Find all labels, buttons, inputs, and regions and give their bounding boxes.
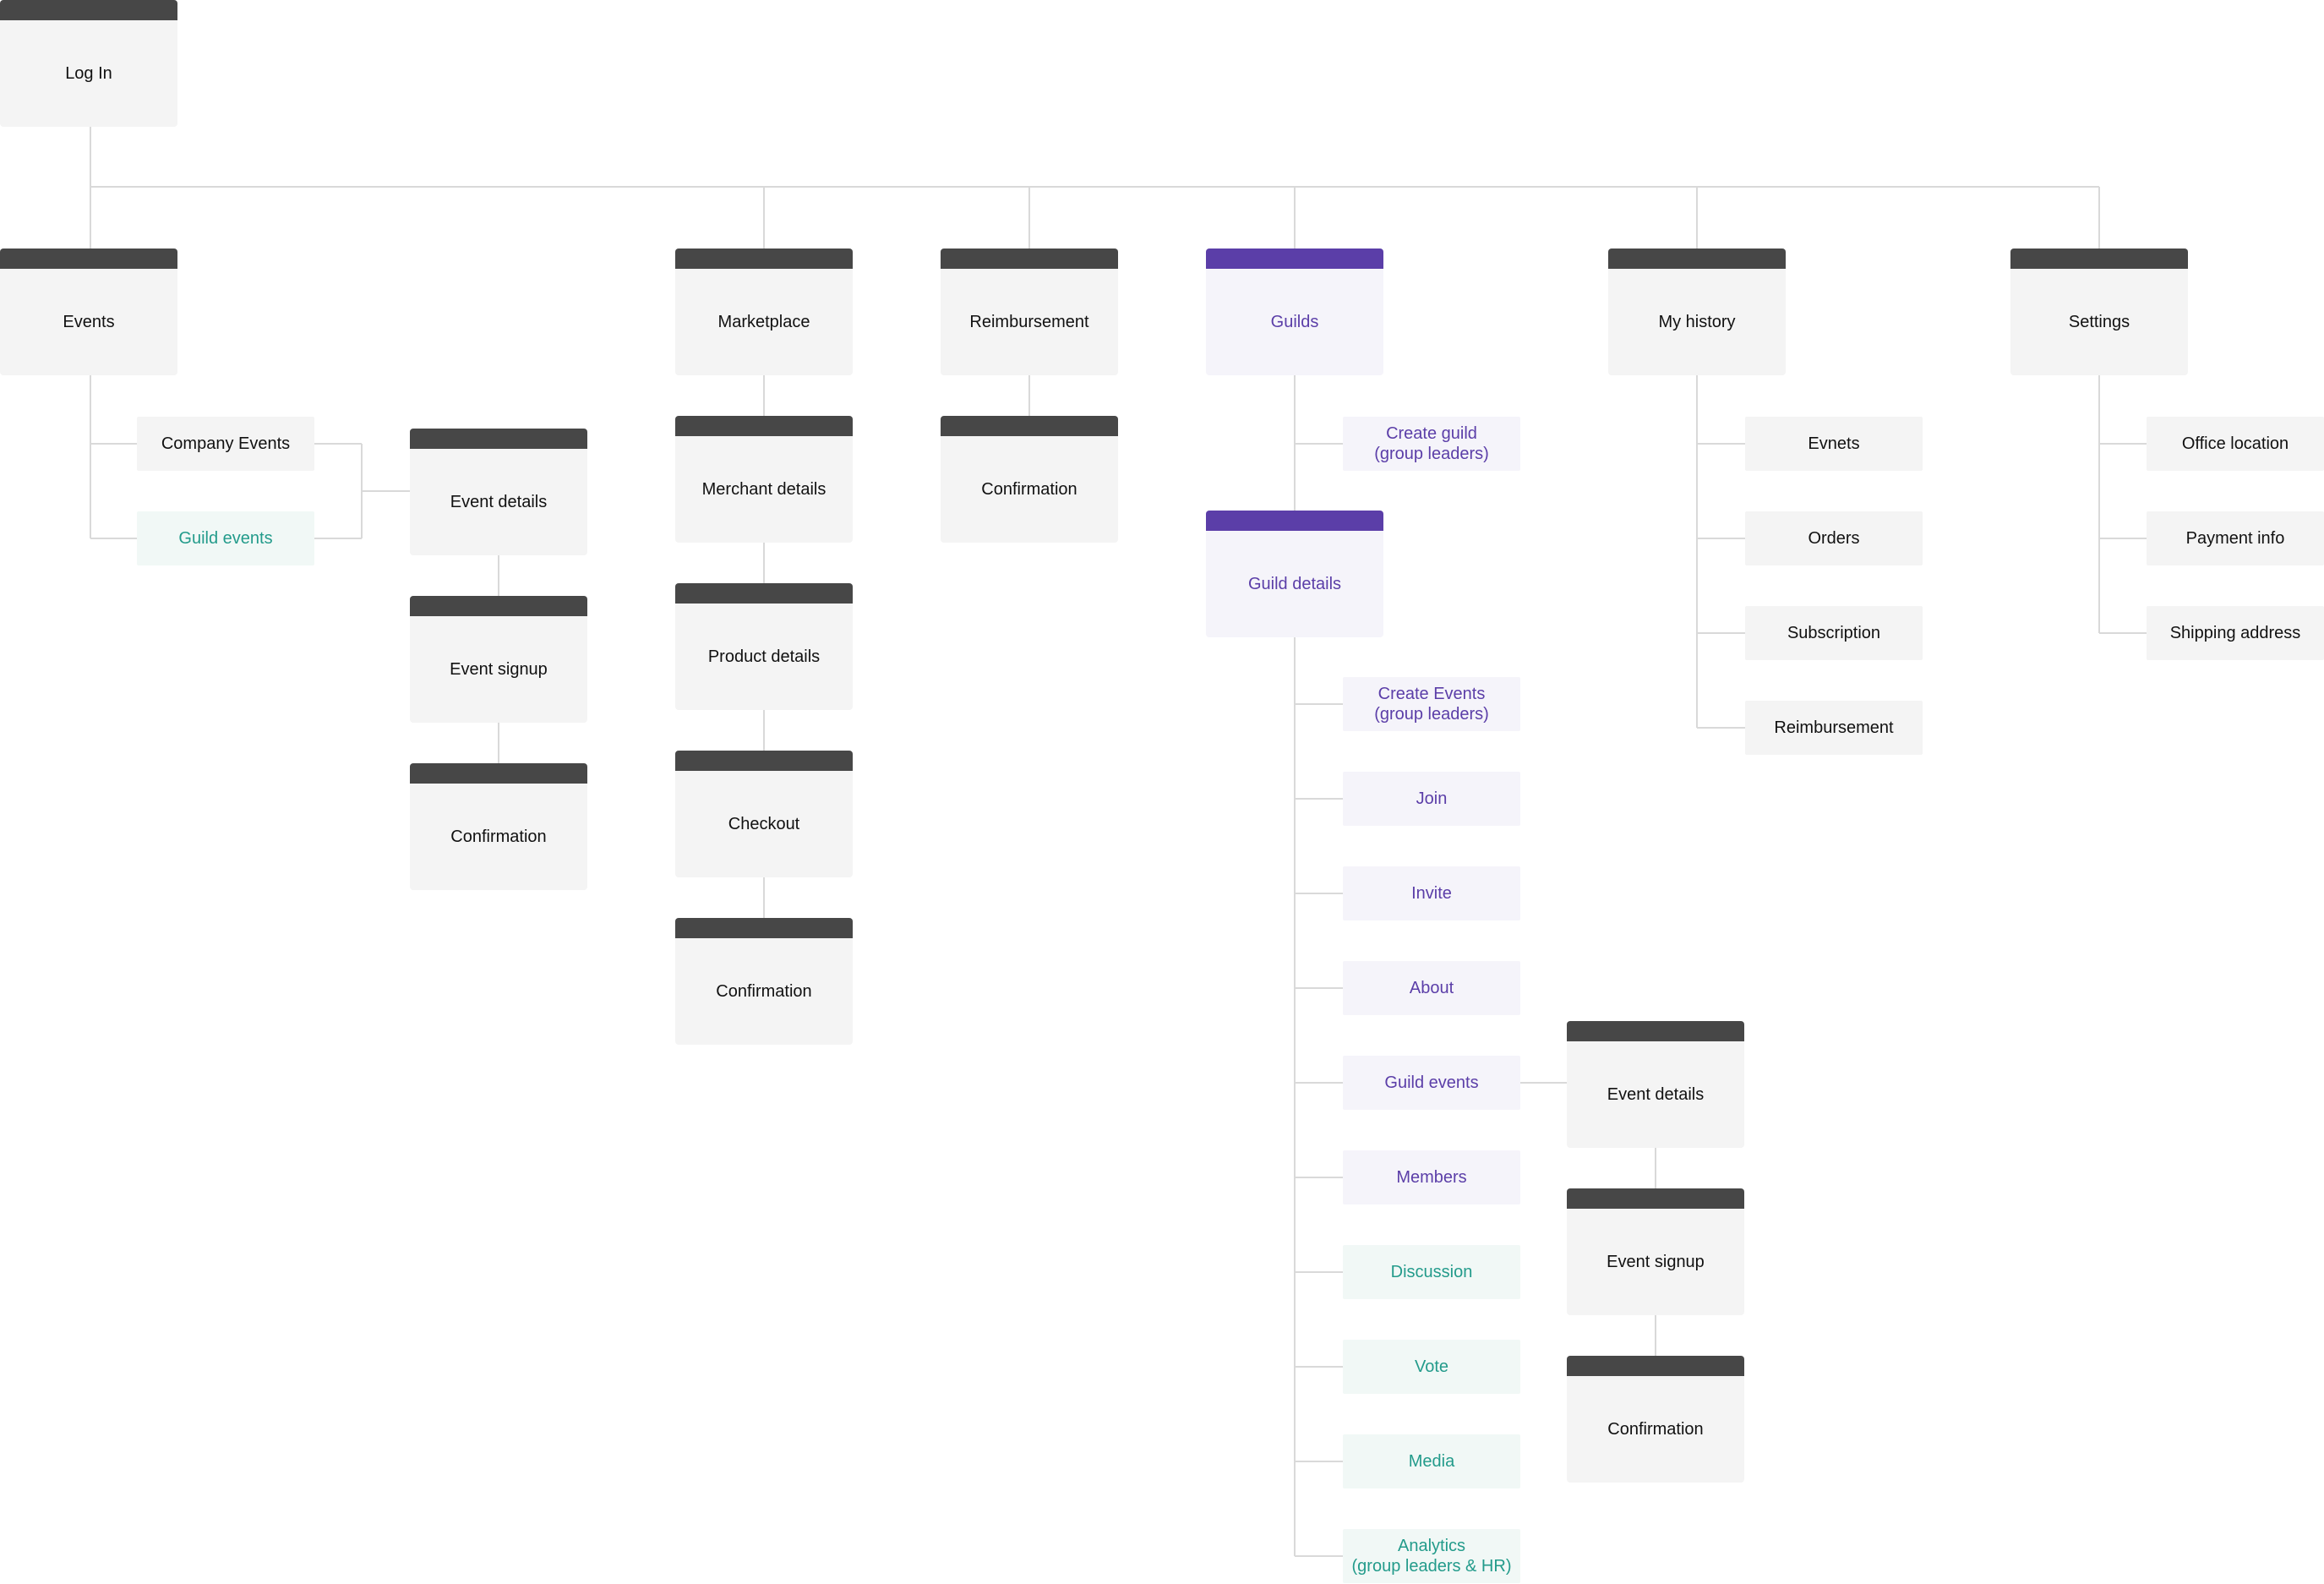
page-label: Event signup: [1607, 1253, 1705, 1271]
page-events: Events: [0, 249, 177, 375]
page-header-bar: [941, 249, 1118, 269]
page-label: Guild details: [1247, 575, 1342, 593]
section-create-events: Create Events (group leaders): [1343, 677, 1520, 731]
page-label: My history: [1658, 313, 1736, 331]
page-label: Reimbursement: [969, 313, 1089, 331]
page-product-details: Product details: [675, 583, 853, 710]
page-header-bar: [675, 918, 853, 938]
page-label: Confirmation: [981, 480, 1077, 499]
page-label: Confirmation: [1607, 1420, 1704, 1439]
section-discussion: Discussion: [1343, 1245, 1520, 1299]
page-guild-event-confirmation: Confirmation: [1567, 1356, 1744, 1483]
page-header-bar: [410, 763, 587, 784]
section-company-events: Company Events: [137, 417, 314, 471]
page-header-bar: [1206, 249, 1383, 269]
page-header-bar: [410, 429, 587, 449]
page-event-details: Event details: [410, 429, 587, 555]
section-analytics: Analytics (group leaders & HR): [1343, 1529, 1520, 1583]
page-label: Guilds: [1270, 313, 1319, 331]
page-settings: Settings: [2010, 249, 2188, 375]
section-media: Media: [1343, 1434, 1520, 1488]
page-guild-event-details: Event details: [1567, 1021, 1744, 1148]
section-office-location: Office location: [2147, 417, 2324, 471]
page-label: Confirmation: [716, 982, 812, 1001]
page-guilds: Guilds: [1206, 249, 1383, 375]
page-header-bar: [1567, 1021, 1744, 1041]
page-header-bar: [675, 583, 853, 604]
page-label: Marketplace: [717, 313, 810, 331]
page-label: Event details: [450, 493, 548, 511]
page-label: Checkout: [728, 815, 800, 833]
section-history-reimbursement: Reimbursement: [1745, 701, 1923, 755]
page-header-bar: [2010, 249, 2188, 269]
page-header-bar: [675, 751, 853, 771]
section-subscription: Subscription: [1745, 606, 1923, 660]
section-join: Join: [1343, 772, 1520, 826]
page-log-in: Log In: [0, 0, 177, 127]
section-create-guild: Create guild (group leaders): [1343, 417, 1520, 471]
page-label: Settings: [2068, 313, 2130, 331]
page-guild-event-signup: Event signup: [1567, 1188, 1744, 1315]
page-reimbursement-confirmation: Confirmation: [941, 416, 1118, 543]
page-label: Event details: [1607, 1085, 1705, 1104]
page-header-bar: [675, 249, 853, 269]
page-label: Event signup: [450, 660, 548, 679]
page-header-bar: [0, 0, 177, 20]
section-guild-events: Guild events: [137, 511, 314, 565]
page-header-bar: [1608, 249, 1786, 269]
section-about: About: [1343, 961, 1520, 1015]
page-my-history: My history: [1608, 249, 1786, 375]
page-header-bar: [1206, 511, 1383, 531]
page-header-bar: [941, 416, 1118, 436]
section-payment-info: Payment info: [2147, 511, 2324, 565]
page-header-bar: [1567, 1356, 1744, 1376]
page-label: Confirmation: [450, 828, 547, 846]
page-header-bar: [410, 596, 587, 616]
section-invite: Invite: [1343, 866, 1520, 920]
page-merchant-details: Merchant details: [675, 416, 853, 543]
page-label: Merchant details: [701, 480, 826, 499]
page-event-confirmation: Confirmation: [410, 763, 587, 890]
section-vote: Vote: [1343, 1340, 1520, 1394]
page-event-signup: Event signup: [410, 596, 587, 723]
section-orders: Orders: [1745, 511, 1923, 565]
section-shipping-address: Shipping address: [2147, 606, 2324, 660]
page-header-bar: [675, 416, 853, 436]
page-label: Product details: [707, 647, 821, 666]
page-marketplace: Marketplace: [675, 249, 853, 375]
page-checkout: Checkout: [675, 751, 853, 877]
page-header-bar: [0, 249, 177, 269]
page-guild-details: Guild details: [1206, 511, 1383, 637]
page-header-bar: [1567, 1188, 1744, 1209]
page-reimbursement: Reimbursement: [941, 249, 1118, 375]
section-history-events: Evnets: [1745, 417, 1923, 471]
page-marketplace-confirmation: Confirmation: [675, 918, 853, 1045]
section-guild-guild-events: Guild events: [1343, 1056, 1520, 1110]
page-label: Events: [63, 313, 115, 331]
page-label: Log In: [65, 64, 112, 83]
section-members: Members: [1343, 1150, 1520, 1204]
